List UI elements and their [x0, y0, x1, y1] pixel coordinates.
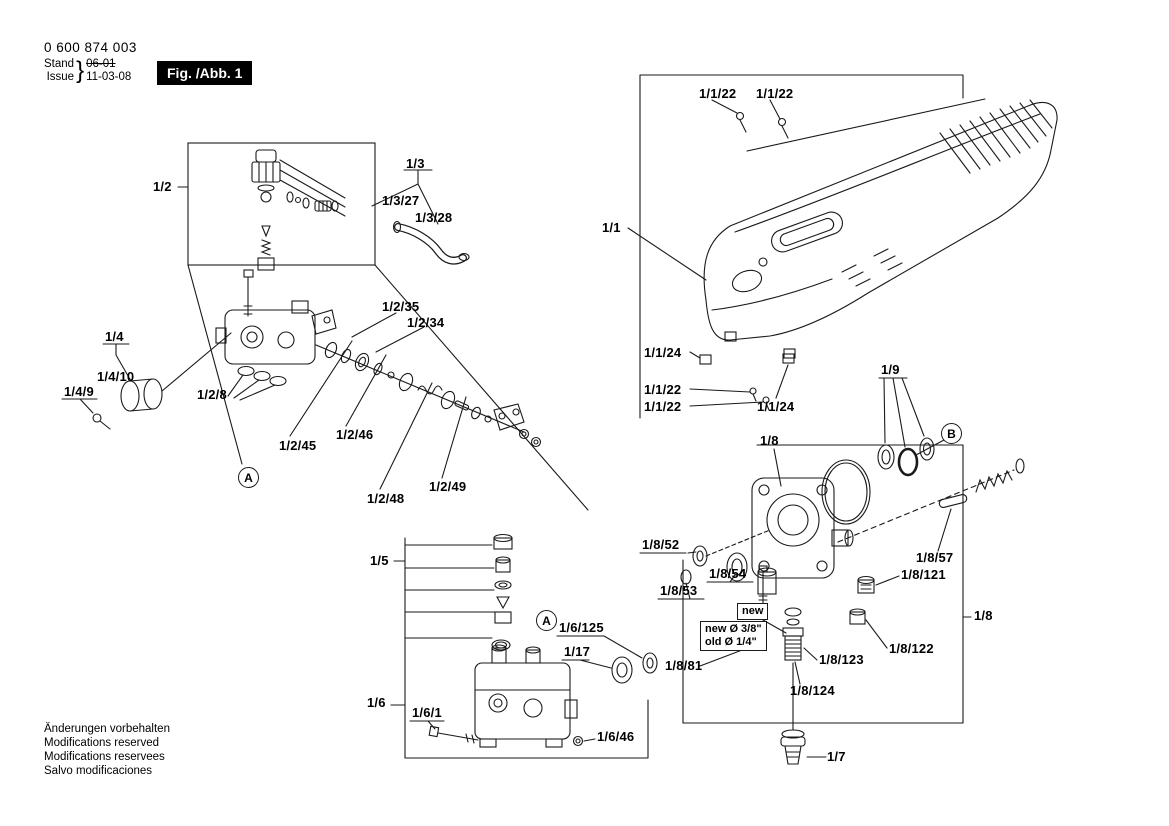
stand-label: Stand — [44, 58, 75, 70]
part-label: 1/2/8 — [197, 387, 227, 402]
valve-block-assembly-drawing — [390, 533, 658, 759]
part-label: 1/1/22 — [644, 399, 682, 414]
part-label: 1/6 — [367, 695, 386, 710]
part-label: 1/2/49 — [429, 479, 467, 494]
part-label: 1/8/52 — [642, 537, 680, 552]
part-label: 1/2/46 — [336, 427, 374, 442]
part-label: 1/8/122 — [889, 641, 934, 656]
part-number: 0 600 874 003 — [44, 40, 137, 55]
part-label: 1/3/27 — [382, 193, 420, 208]
brace-glyph: } — [76, 57, 85, 84]
part-label: 1/8/124 — [790, 683, 835, 698]
note-new-size: new Ø 3/8" — [705, 623, 762, 635]
note-size-change: new Ø 3/8" old Ø 1/4" — [700, 621, 767, 651]
title-block: 0 600 874 003 Stand Issue } 06-01 11-03-… — [44, 40, 137, 84]
part-label: 1/2 — [153, 179, 172, 194]
part-label: 1/8/53 — [660, 583, 698, 598]
note-new-text: new — [742, 605, 764, 617]
part-label: 1/6/125 — [559, 620, 604, 635]
revision-block: Stand Issue } 06-01 11-03-08 — [44, 58, 137, 84]
part-label: 1/8/121 — [901, 567, 946, 582]
stand-value: 06-01 — [86, 58, 116, 70]
note-new: new — [737, 603, 769, 620]
footer-line-en: Modifications reserved — [44, 737, 160, 749]
part-label: 1/2/48 — [367, 491, 405, 506]
ref-bubble-b: B — [941, 423, 962, 444]
part-label: 1/8/57 — [916, 550, 954, 565]
part-label: 1/7 — [827, 749, 846, 764]
ref-bubble-a: A — [238, 467, 259, 488]
part-label: 1/1 — [602, 220, 621, 235]
part-label: 1/17 — [564, 644, 591, 659]
flange-assembly-drawing — [639, 377, 1025, 765]
part-label: 1/1/22 — [756, 86, 794, 101]
housing-drawing — [703, 99, 1058, 359]
part-label: 1/3 — [406, 156, 425, 171]
part-label: 1/9 — [881, 362, 900, 377]
issue-label: Issue — [46, 71, 75, 83]
part-label: 1/1/24 — [757, 399, 795, 414]
part-label: 1/4/10 — [97, 369, 135, 384]
part-label: 1/6/1 — [412, 705, 442, 720]
part-label: 1/1/24 — [644, 345, 682, 360]
issue-value: 11-03-08 — [86, 71, 132, 83]
figure-label: Fig. /Abb. 1 — [157, 61, 253, 85]
footer-line-es: Salvo modificaciones — [44, 765, 153, 777]
part-label: 1/6/46 — [597, 729, 635, 744]
part-label: 1/1/22 — [644, 382, 682, 397]
ref-bubble-a: A — [536, 610, 557, 631]
part-label: 1/8 — [760, 433, 779, 448]
part-label: 1/4 — [105, 329, 124, 344]
footer-line-fr: Modifications reservees — [44, 751, 165, 763]
pump-assembly-drawing — [61, 142, 589, 511]
part-label: 1/2/35 — [382, 299, 420, 314]
part-label: 1/8/81 — [665, 658, 703, 673]
part-label: 1/3/28 — [415, 210, 453, 225]
part-label: 1/2/34 — [407, 315, 445, 330]
part-label: 1/8/54 — [709, 566, 747, 581]
footer-notice: Änderungen vorbehalten Modifications res… — [44, 722, 170, 778]
part-label: 1/8/123 — [819, 652, 864, 667]
part-label: 1/5 — [370, 553, 389, 568]
footer-line-de: Änderungen vorbehalten — [44, 723, 170, 735]
part-label: 1/4/9 — [64, 384, 94, 399]
note-old-size: old Ø 1/4" — [705, 636, 757, 648]
part-label: 1/8 — [974, 608, 993, 623]
part-label: 1/2/45 — [279, 438, 317, 453]
housing-frame-and-fasteners — [627, 74, 986, 419]
part-label: 1/1/22 — [699, 86, 737, 101]
